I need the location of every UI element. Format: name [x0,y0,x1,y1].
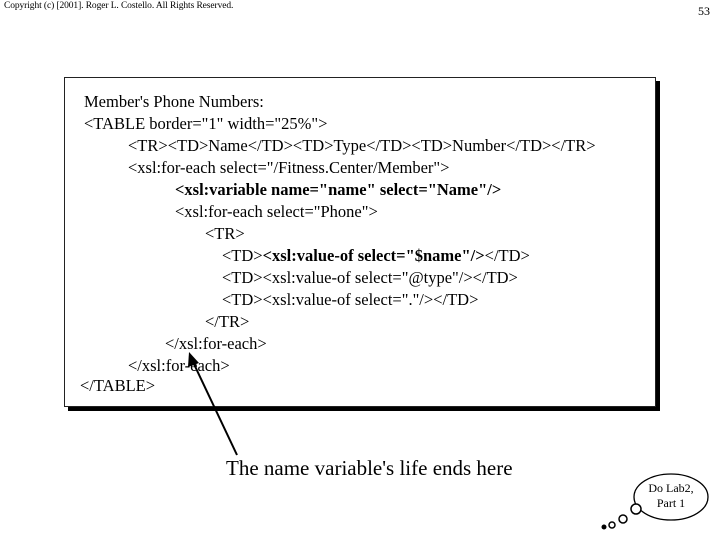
code-line-number-cell: <TD><xsl:value-of select="."/></TD> [222,290,479,309]
code-line-outer-for-each-close: </xsl:for-each> [128,356,230,375]
value-of-name: <xsl:value-of select="$name"/> [262,246,485,265]
thought-bubble [633,473,709,521]
code-line-header-row: <TR><TD>Name</TD><TD>Type</TD><TD>Number… [128,136,596,155]
code-line-variable: <xsl:variable name="name" select="Name"/… [175,180,502,199]
td-open: <TD> [222,246,263,265]
page-number: 53 [698,4,710,18]
callout-line-2: Part 1 [656,496,686,510]
code-line-outer-for-each: <xsl:for-each select="/Fitness.Center/Me… [128,158,450,177]
td-close: </TD> [484,246,530,265]
code-box [64,77,656,407]
code-line-type-cell: <TD><xsl:value-of select="@type"/></TD> [222,268,518,287]
code-line-inner-for-each: <xsl:for-each select="Phone"> [175,202,378,221]
code-line-table-open: <TABLE border="1" width="25%"> [84,114,328,133]
annotation-text: The name variable's life ends here [226,456,513,480]
code-line-inner-for-each-close: </xsl:for-each> [165,334,267,353]
code-title: Member's Phone Numbers: [84,92,264,111]
code-line-table-close: </TABLE> [80,376,156,395]
code-line-tr-open: <TR> [205,224,245,243]
callout-line-1: Do Lab2, [648,481,694,495]
thought-bubble-text: Do Lab2, Part 1 [640,481,702,511]
code-line-name-cell: <TD><xsl:value-of select="$name"/></TD> [222,246,530,266]
copyright-notice: Copyright (c) [2001]. Roger L. Costello.… [4,1,234,11]
code-line-tr-close: </TR> [205,312,250,331]
